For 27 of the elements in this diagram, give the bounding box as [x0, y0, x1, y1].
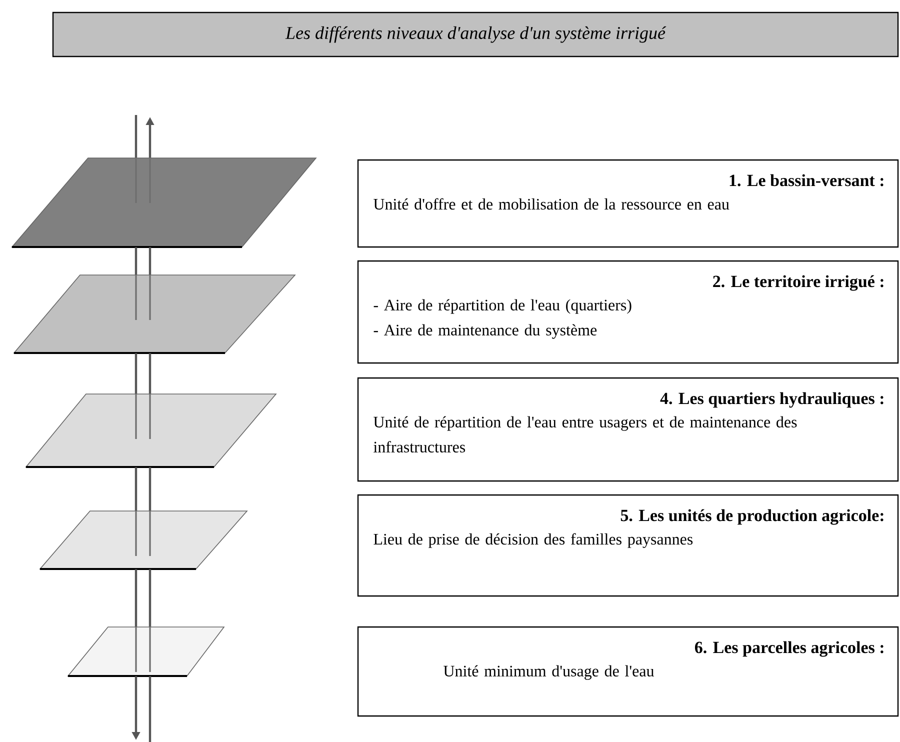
box-heading: 1. Le bassin-versant :: [730, 174, 884, 186]
text-box: [357, 626, 899, 717]
vertical-line: [134, 569, 138, 627]
box-heading: 4. Les quartiers hydrauliques :: [660, 392, 884, 408]
text-box: [357, 377, 899, 482]
vertical-line: [148, 569, 152, 627]
vertical-line: [134, 467, 138, 511]
text-box: [357, 159, 899, 248]
description-text: Unité d'offre et de mobilisation de la ressource en eau: [374, 198, 730, 210]
description-text: Lieu de prise de décision des familles paysannes: [374, 533, 693, 548]
box-heading: 5. Les unités de production agricole:: [620, 509, 884, 525]
description-text: Unité minimum d'usage de l'eau: [444, 665, 654, 680]
box-heading: 2. Le territoire irrigué :: [713, 275, 884, 291]
title-banner: Les différents niveaux d'analyse d'un système irrigué: [52, 12, 899, 58]
vertical-line: [148, 676, 152, 742]
vertical-line: [134, 353, 138, 394]
vertical-line: [148, 467, 152, 511]
description-text: Unité de répartition de l'eau entre usagers et de maintenance des infrastructures: [374, 416, 797, 452]
vertical-line: [134, 247, 138, 275]
description-text: - Aire de maintenance du système: [374, 324, 597, 339]
vertical-line: [148, 353, 152, 394]
text-box: [357, 260, 899, 364]
box-heading: 6. Les parcelles agricoles :: [694, 641, 884, 657]
text-box: [357, 494, 899, 597]
vertical-line: [134, 115, 138, 158]
vertical-line: [148, 247, 152, 275]
description-text: - Aire de répartition de l'eau (quartiers): [374, 299, 632, 314]
